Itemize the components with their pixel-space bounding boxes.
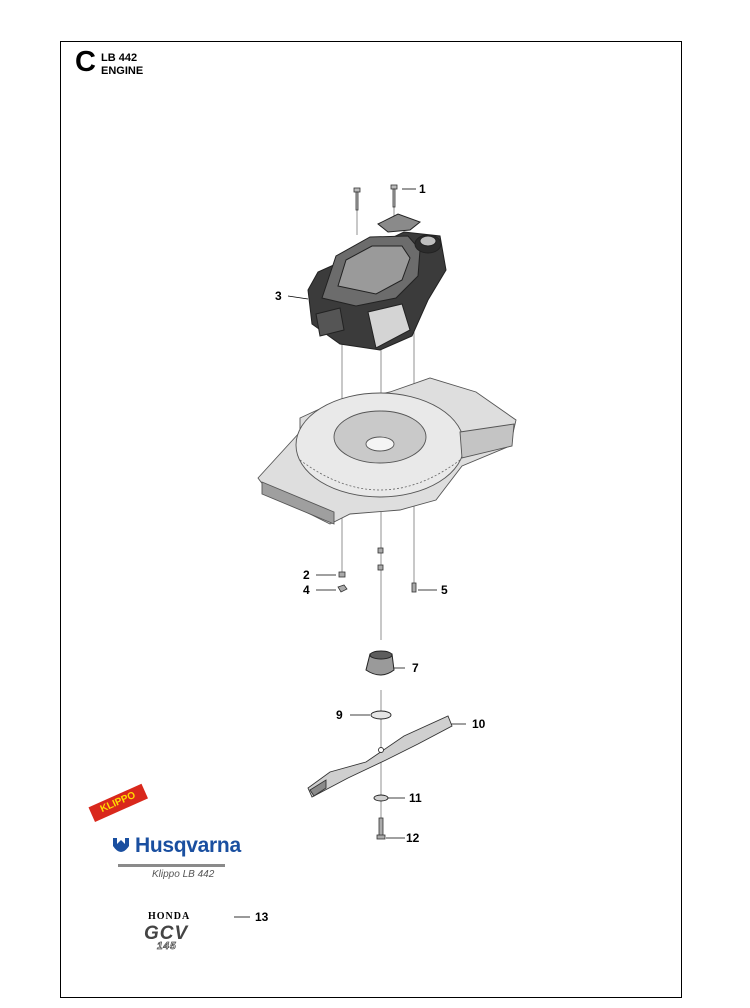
- callout-10: 10: [472, 717, 486, 731]
- engine-bolts: [353, 184, 398, 211]
- engine-size-label: 145: [157, 941, 177, 953]
- section-name: ENGINE: [101, 65, 144, 77]
- callout-9: 9: [336, 708, 343, 722]
- callout-13: 13: [255, 910, 269, 924]
- husqvarna-logo: Husqvarna: [112, 834, 241, 858]
- blade-bolt: [376, 817, 386, 840]
- callout-3: 3: [275, 289, 282, 303]
- section-model: LB 442: [101, 52, 138, 64]
- callout-1: 1: [419, 182, 426, 196]
- callout-2: 2: [303, 568, 310, 582]
- honda-logo: HONDA: [148, 911, 191, 922]
- washer-top: [370, 710, 392, 720]
- husqvarna-crown-icon: [113, 838, 129, 852]
- washer-bottom: [373, 794, 389, 802]
- callout-4: 4: [303, 583, 310, 597]
- callout-11: 11: [409, 791, 422, 805]
- engine-illustration: [307, 213, 447, 351]
- blade-adapter: [365, 650, 395, 676]
- drawing-frame: [60, 41, 682, 998]
- husqvarna-wordmark: Husqvarna: [135, 834, 241, 857]
- model-caption: Klippo LB 442: [152, 869, 215, 880]
- engine-series-logo: GCV: [144, 923, 189, 944]
- callout-5: 5: [441, 583, 448, 597]
- section-letter: C: [75, 46, 96, 78]
- logo-underline: [118, 864, 225, 867]
- callout-7: 7: [412, 661, 419, 675]
- small-fasteners: [337, 547, 417, 593]
- mower-deck: [257, 377, 517, 525]
- mower-blade: [307, 715, 453, 798]
- callout-12: 12: [406, 831, 420, 845]
